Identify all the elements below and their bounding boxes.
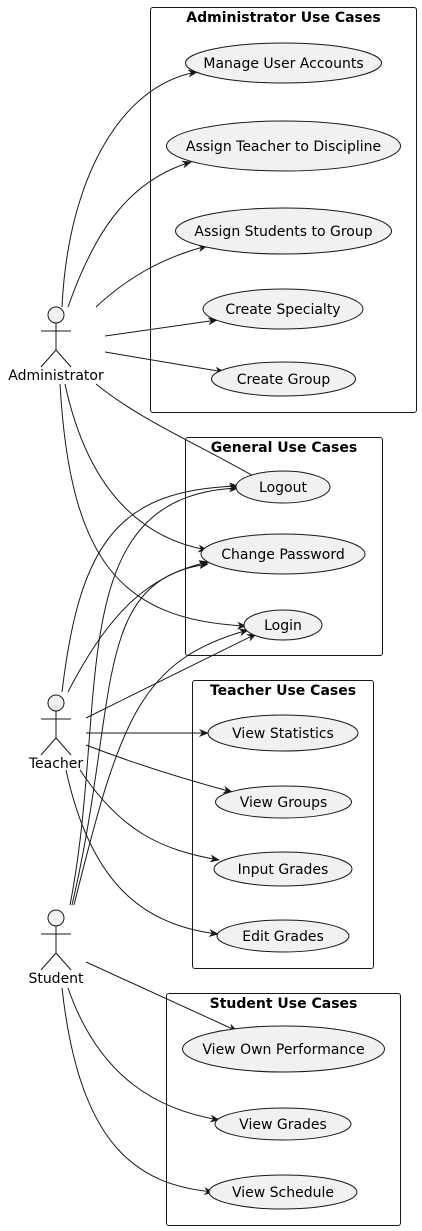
edge-student-view-grades: [67, 987, 220, 1123]
actor-administrator[interactable]: Administrator: [8, 306, 104, 384]
package-title-administrator: Administrator Use Cases: [186, 10, 380, 26]
actor-label: Student: [28, 971, 84, 987]
use-case-label: Change Password: [221, 547, 344, 563]
use-case-view-own-performance[interactable]: View Own Performance: [182, 1025, 385, 1073]
use-case-assign-students-to-group[interactable]: Assign Students to Group: [175, 207, 392, 255]
edge-administrator-login: [59, 383, 247, 630]
edge-teacher-edit-grades: [65, 769, 219, 937]
use-case-logout[interactable]: Logout: [235, 470, 331, 504]
use-case-change-password[interactable]: Change Password: [200, 533, 366, 575]
edge-teacher-view-groups: [85, 744, 233, 794]
use-case-view-grades[interactable]: View Grades: [214, 1107, 352, 1141]
actor-label: Teacher: [28, 756, 84, 772]
edge-teacher-login: [85, 633, 257, 719]
use-case-label: Manage User Accounts: [203, 56, 363, 72]
use-case-label: Create Specialty: [225, 302, 340, 318]
actor-student[interactable]: Student: [28, 909, 84, 987]
edge-teacher-change-password: [67, 560, 209, 693]
stick-figure-icon: [40, 306, 72, 368]
package-general: General Use Cases: [185, 437, 383, 656]
use-case-label: Assign Students to Group: [194, 224, 372, 240]
edge-administrator-assign-students: [95, 244, 208, 308]
use-case-label: View Grades: [239, 1117, 327, 1133]
edge-student-view-own-performance: [85, 961, 238, 1032]
actor-label: Administrator: [8, 368, 104, 384]
use-case-view-statistics[interactable]: View Statistics: [207, 714, 359, 752]
edge-teacher-logout: [61, 482, 239, 693]
edge-teacher-input-grades: [79, 769, 220, 863]
use-case-label: Create Group: [237, 372, 331, 388]
use-case-input-grades[interactable]: Input Grades: [213, 851, 353, 887]
use-case-create-specialty[interactable]: Create Specialty: [202, 288, 364, 330]
use-case-label: Logout: [259, 480, 307, 496]
package-title-teacher: Teacher Use Cases: [210, 683, 356, 699]
edge-administrator-create-group: [104, 351, 225, 375]
edge-administrator-create-specialty: [104, 317, 218, 337]
use-case-login[interactable]: Login: [243, 609, 323, 641]
edge-student-change-password: [71, 561, 209, 906]
use-case-view-schedule[interactable]: View Schedule: [208, 1174, 358, 1210]
edge-administrator-assign-teacher: [67, 160, 192, 308]
edge-administrator-logout: [95, 383, 263, 482]
edge-administrator-change-password: [64, 383, 208, 553]
edge-student-view-schedule: [61, 987, 214, 1196]
use-case-label: Login: [264, 618, 302, 634]
edge-administrator-manage-user-accounts: [61, 69, 198, 308]
stick-figure-icon: [40, 909, 72, 971]
use-case-label: Edit Grades: [242, 929, 324, 945]
package-teacher: Teacher Use Cases: [192, 680, 374, 969]
actor-teacher[interactable]: Teacher: [28, 694, 84, 772]
use-case-label: Assign Teacher to Discipline: [186, 139, 381, 155]
package-student: Student Use Cases: [166, 993, 401, 1226]
package-administrator: Administrator Use Cases: [150, 7, 417, 413]
use-case-manage-user-accounts[interactable]: Manage User Accounts: [185, 42, 382, 84]
use-case-create-group[interactable]: Create Group: [211, 361, 356, 397]
use-case-label: Input Grades: [238, 862, 329, 878]
edge-student-login: [73, 628, 249, 906]
package-title-student: Student Use Cases: [210, 996, 358, 1012]
use-case-assign-teacher-to-discipline[interactable]: Assign Teacher to Discipline: [166, 120, 401, 172]
relations: [59, 69, 263, 1196]
use-case-edit-grades[interactable]: Edit Grades: [216, 919, 350, 953]
use-case-label: View Own Performance: [202, 1042, 364, 1058]
use-case-label: View Groups: [240, 795, 328, 811]
package-title-general: General Use Cases: [211, 440, 357, 456]
use-case-label: View Schedule: [232, 1185, 334, 1201]
use-case-view-groups[interactable]: View Groups: [215, 785, 352, 819]
edge-student-logout: [69, 484, 239, 906]
use-case-label: View Statistics: [232, 726, 334, 742]
stick-figure-icon: [40, 694, 72, 756]
